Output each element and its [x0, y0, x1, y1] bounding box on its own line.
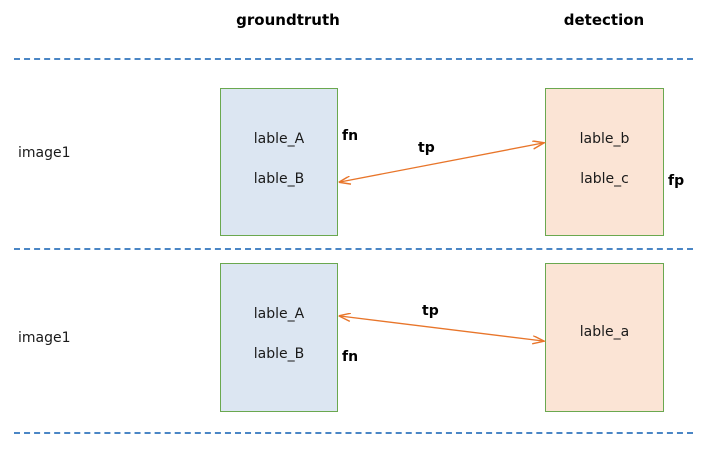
row-label-image1-row1: image1 [18, 145, 71, 161]
divider-bottom [14, 432, 693, 434]
tag-tp-row2: tp [422, 303, 439, 319]
tag-fn-row2: fn [342, 349, 359, 365]
detection-label-row2-0: lable_a [579, 324, 630, 340]
tp-arrow-row1 [340, 143, 543, 182]
tp-arrow-row2 [340, 316, 543, 341]
row-label-image1-row2: image1 [18, 330, 71, 346]
column-header-groundtruth: groundtruth [236, 11, 340, 29]
detection-label-row1-0: lable_b [579, 131, 630, 147]
groundtruth-box-row1: lable_A lable_B [220, 88, 338, 236]
groundtruth-label-row1-0: lable_A [253, 131, 305, 147]
detection-box-row2: lable_a [545, 263, 664, 412]
divider-top [14, 58, 693, 60]
groundtruth-label-row2-0: lable_A [253, 306, 305, 322]
groundtruth-box-row2: lable_A lable_B [220, 263, 338, 412]
divider-middle [14, 248, 693, 250]
tag-fn-row1: fn [342, 128, 359, 144]
detection-label-row1-1: lable_c [580, 171, 629, 187]
detection-box-row1: lable_b lable_c [545, 88, 664, 236]
groundtruth-label-row1-1: lable_B [253, 171, 305, 187]
tag-tp-row1: tp [418, 140, 435, 156]
column-header-detection: detection [563, 11, 645, 29]
tag-fp-row1: fp [668, 173, 685, 189]
groundtruth-label-row2-1: lable_B [253, 346, 305, 362]
